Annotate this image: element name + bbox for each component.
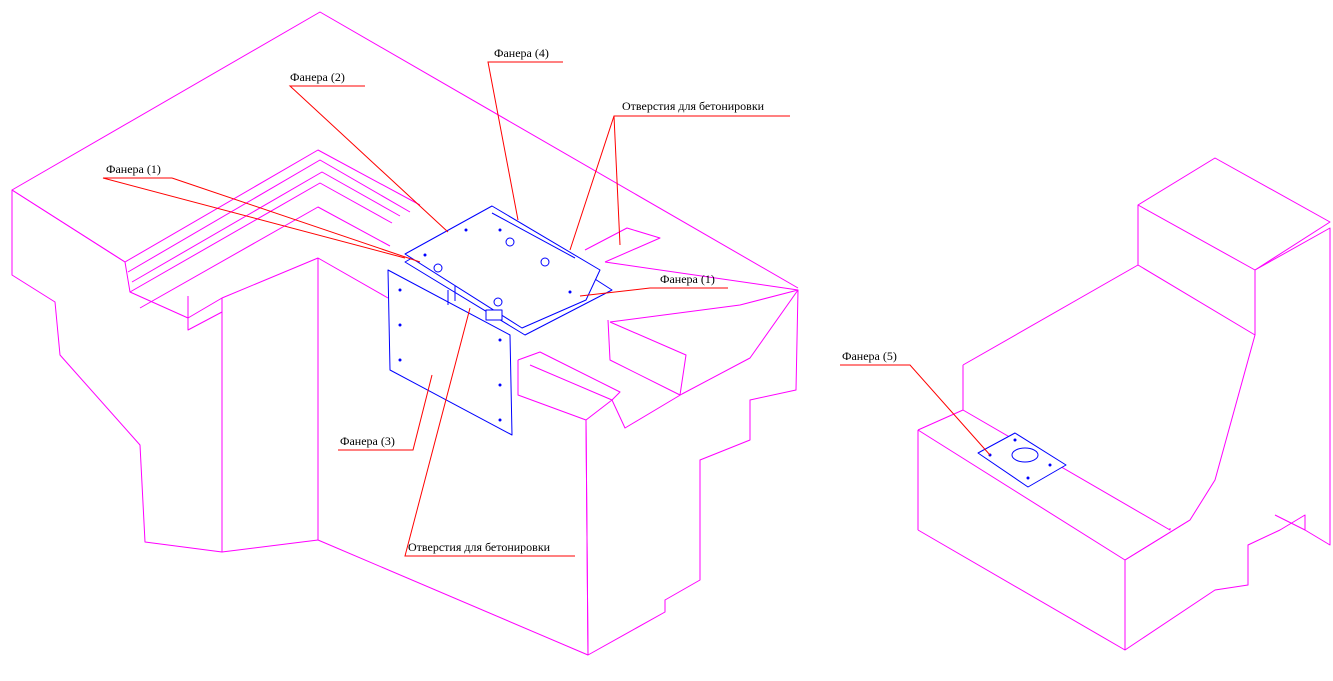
label-plywood-2: Фанера (2) <box>290 70 345 84</box>
left-plywood-assembly <box>387 205 613 436</box>
channel-left-4 <box>129 182 393 293</box>
channel-right-2 <box>604 261 799 291</box>
label-concrete-holes-top: Отверстия для бетонировки <box>622 99 765 113</box>
right-section-hatch <box>585 289 799 656</box>
channel-left-2 <box>127 159 411 273</box>
front-edge-right <box>317 539 589 656</box>
front-edge-left <box>221 539 319 553</box>
outer-rim <box>11 11 799 289</box>
step-right-1 <box>607 319 687 396</box>
channel-right-1 <box>584 227 661 263</box>
label-plywood-4: Фанера (4) <box>494 46 549 60</box>
leader-plywood-1-right <box>579 287 728 297</box>
leader-holes-bottom <box>404 307 575 557</box>
inner-corner-left-wall <box>187 296 223 331</box>
step-right-4 <box>609 289 799 323</box>
right-top-hatch <box>1137 157 1331 271</box>
label-concrete-holes-bottom: Отверстия для бетонировки <box>408 540 551 554</box>
front-corner-vertical <box>585 419 589 656</box>
inner-corner-main <box>221 257 389 299</box>
label-plywood-1-right: Фанера (1) <box>660 272 715 286</box>
leader-holes-top <box>569 115 790 251</box>
right-mid-step <box>962 365 1171 531</box>
leader-plywood-3 <box>338 374 433 451</box>
leader-lines <box>102 61 991 557</box>
right-lower-face <box>917 409 964 431</box>
leader-plywood-1-left <box>102 177 406 259</box>
right-top-step <box>1137 205 1256 336</box>
right-lower-step <box>917 429 1191 561</box>
plywood-5-assembly <box>977 432 1067 488</box>
outer-rim-inner-left <box>11 189 126 263</box>
leader-plywood-2 <box>288 85 449 233</box>
channel-left-5 <box>139 206 391 309</box>
right-side-hatch <box>1124 227 1331 651</box>
label-plywood-3: Фанера (3) <box>340 434 395 448</box>
leader-plywood-4 <box>487 61 563 221</box>
step-right-2 <box>517 351 621 401</box>
channel-left-3 <box>131 171 401 283</box>
step-right-3 <box>517 360 587 421</box>
plywood-5-boss <box>1011 447 1039 463</box>
left-section-hatch <box>11 189 223 553</box>
label-plywood-1-left: Фанера (1) <box>106 162 161 176</box>
leader-plywood-5 <box>840 364 991 456</box>
left-concrete-block <box>11 11 799 656</box>
channel-left-1 <box>124 149 421 263</box>
right-mid-face <box>962 264 1139 366</box>
plywood-3-panel <box>387 269 513 436</box>
label-plywood-5: Фанера (5) <box>842 349 897 363</box>
right-concrete-block <box>917 157 1331 651</box>
callout-labels: Фанера (4) Фанера (2) Отверстия для бето… <box>106 46 897 554</box>
